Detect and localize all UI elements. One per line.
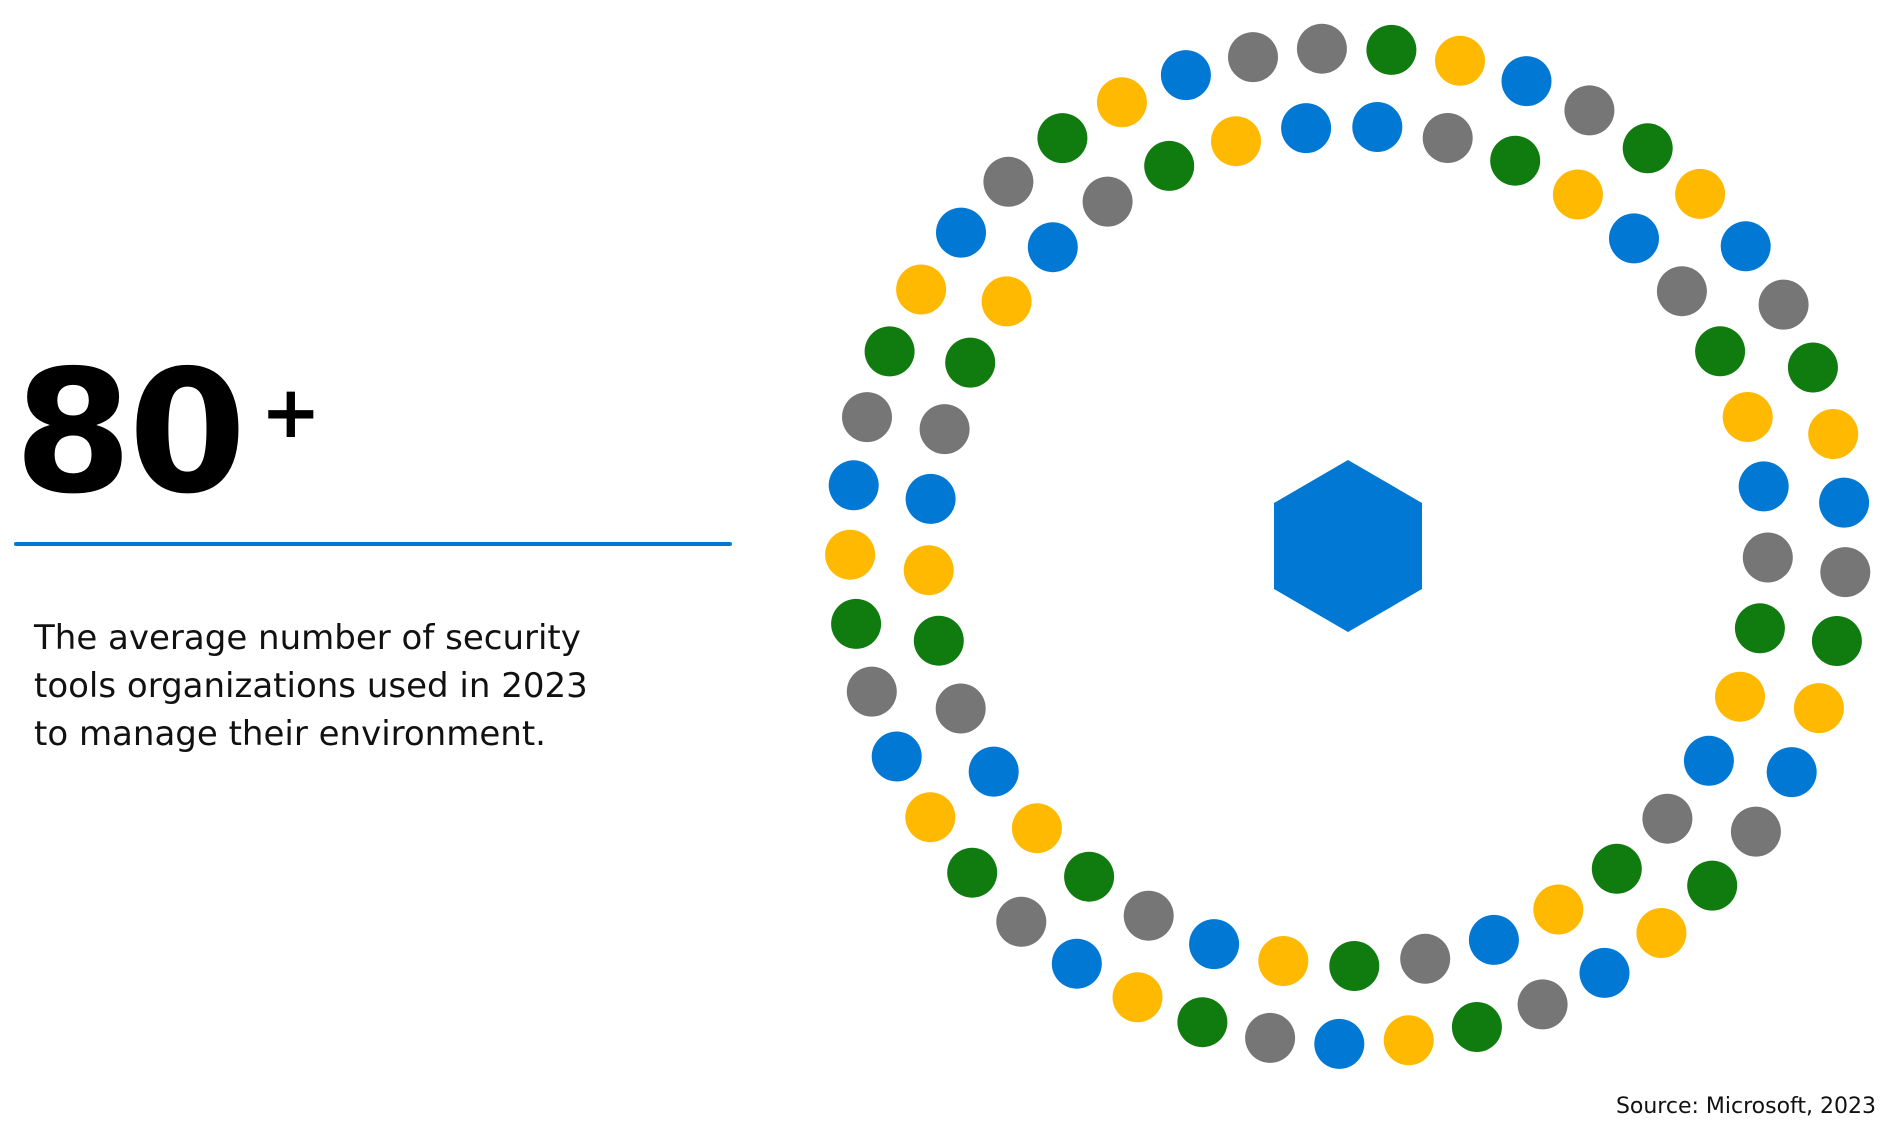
description-line: to manage their environment. — [34, 714, 546, 754]
tool-dot — [1352, 102, 1403, 152]
tool-dot — [1027, 222, 1078, 273]
tool-dot — [828, 460, 879, 511]
tool-dot — [913, 615, 964, 666]
tool-dot — [1642, 793, 1693, 844]
tool-dot — [1245, 1012, 1296, 1063]
tool-dot — [1501, 56, 1552, 107]
tool-dot — [945, 337, 996, 388]
description-line: The average number of security — [34, 618, 581, 658]
tool-dot — [1675, 168, 1726, 219]
tool-dot — [1160, 50, 1211, 101]
tool-dot — [1766, 747, 1817, 798]
tool-dot — [1096, 77, 1147, 128]
tool-dot — [1064, 851, 1115, 902]
tool-dot — [864, 326, 915, 377]
tool-dot — [1808, 409, 1859, 459]
tool-dot — [919, 404, 970, 455]
tool-dot — [1296, 23, 1347, 74]
tool-dot — [1189, 919, 1240, 970]
tool-dot — [968, 746, 1019, 797]
tool-dot — [1715, 671, 1765, 722]
tool-dot — [1738, 461, 1789, 512]
tool-dot — [936, 207, 986, 258]
tool-dot — [1082, 176, 1133, 227]
tool-dot — [1720, 221, 1771, 272]
stat-number: 80 — [14, 334, 247, 532]
tool-dot — [896, 264, 947, 315]
tool-dot — [1400, 933, 1451, 984]
tool-dot — [1314, 1018, 1365, 1069]
tool-dot — [825, 529, 876, 580]
tool-dot — [1037, 113, 1088, 164]
tool-dot — [981, 276, 1032, 327]
tool-dot — [1564, 85, 1615, 136]
tool-dot — [1468, 914, 1519, 965]
tool-dot — [1123, 890, 1174, 941]
tool-dot — [1011, 803, 1062, 854]
tool-dot — [1734, 603, 1785, 654]
tool-dot — [1144, 140, 1195, 191]
stat-suffix: + — [260, 370, 321, 454]
hexagon-icon — [1274, 460, 1422, 632]
description-line: tools organizations used in 2023 — [34, 666, 588, 706]
tool-dot — [1490, 135, 1541, 186]
tool-dot — [903, 545, 954, 596]
tool-dot — [905, 473, 956, 524]
tool-dot — [1656, 266, 1707, 317]
dot-rings — [825, 23, 1871, 1069]
tool-dot — [1579, 947, 1630, 998]
tool-dot — [1722, 392, 1773, 442]
tool-dot — [1758, 279, 1809, 330]
tool-dot — [1422, 113, 1473, 163]
tool-dot — [1258, 936, 1309, 986]
tool-dot — [1451, 1002, 1502, 1052]
tool-dot — [1112, 972, 1163, 1023]
tool-dot — [1811, 616, 1862, 666]
tool-dot — [1730, 806, 1781, 857]
tool-dot — [1787, 342, 1838, 393]
tool-dot — [1820, 547, 1871, 598]
tool-dot — [947, 847, 998, 898]
tool-dot — [1552, 169, 1603, 220]
tool-dot — [1793, 683, 1844, 734]
tool-dot — [1281, 103, 1332, 154]
tool-dot — [1609, 213, 1659, 264]
tool-dot — [1695, 326, 1746, 377]
tool-dot — [1051, 938, 1102, 989]
tool-dot — [1177, 997, 1228, 1048]
tool-dot — [1517, 979, 1568, 1030]
tool-dot — [831, 598, 882, 649]
stat-description: The average number of security tools org… — [34, 614, 654, 758]
tool-dot — [1742, 532, 1793, 583]
tool-dot — [1383, 1015, 1434, 1066]
stat-headline: 80 + — [14, 348, 321, 518]
tool-dot — [1683, 735, 1734, 786]
tool-dot — [1819, 477, 1870, 528]
source-citation: Source: Microsoft, 2023 — [1615, 1094, 1876, 1119]
tool-dot — [983, 156, 1034, 207]
tool-dot — [996, 896, 1047, 947]
tool-dot — [1591, 843, 1642, 894]
tool-dot — [1687, 860, 1738, 911]
tool-dot — [905, 792, 956, 843]
tool-dot — [871, 731, 922, 782]
tool-dot — [1211, 116, 1261, 167]
tool-dot — [1366, 24, 1417, 75]
tool-dot — [1533, 884, 1584, 935]
divider — [14, 542, 732, 546]
tool-dot — [1329, 941, 1380, 991]
tool-dot — [1435, 35, 1485, 86]
tool-dot — [1622, 123, 1673, 174]
tool-dot — [846, 666, 897, 717]
tool-dot — [842, 392, 892, 443]
tool-dot — [935, 683, 986, 734]
tool-dot — [1636, 908, 1687, 958]
tool-dot — [1228, 32, 1278, 83]
